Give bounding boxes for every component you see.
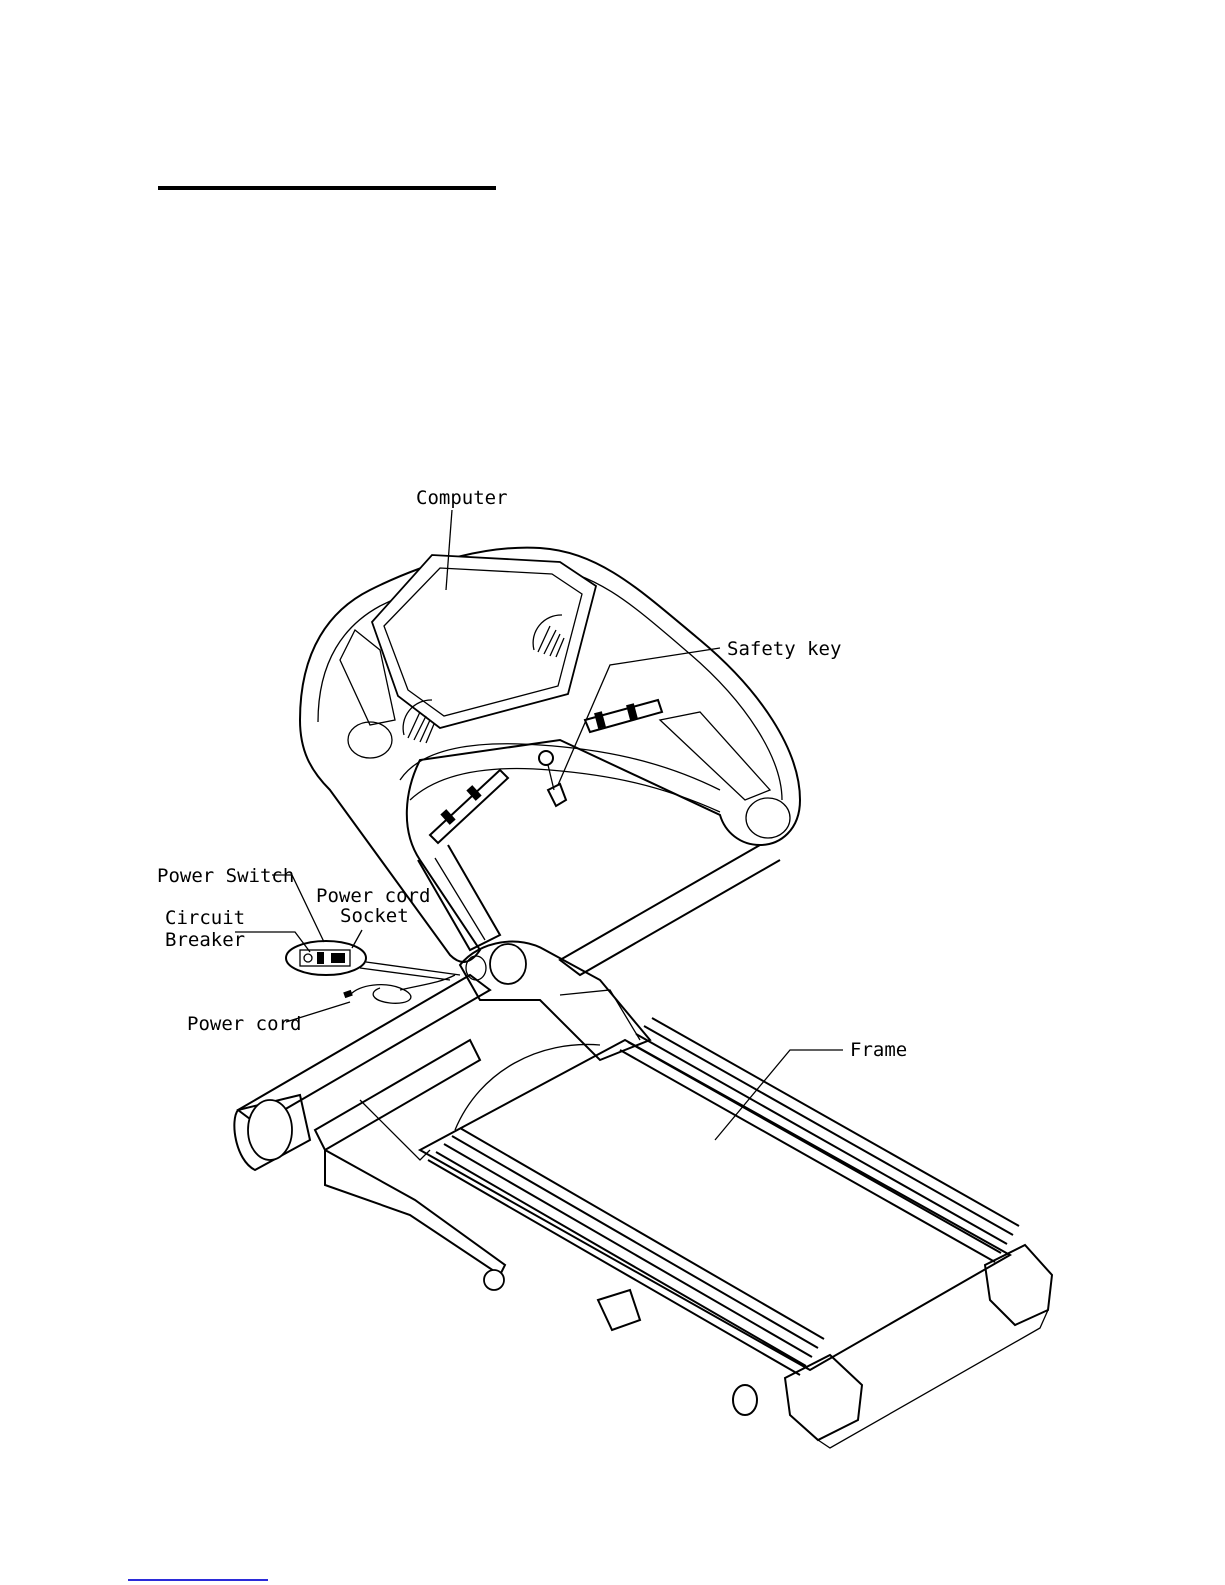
label-safety-key: Safety key xyxy=(727,638,841,660)
safety-key-leader xyxy=(558,648,720,785)
power-module-outline xyxy=(286,941,366,975)
footer-line xyxy=(128,1579,268,1581)
power-socket-icon xyxy=(331,953,345,963)
label-circuit-breaker-2: Breaker xyxy=(165,929,245,951)
label-frame: Frame xyxy=(850,1039,907,1061)
safety-key xyxy=(539,751,566,806)
label-power-switch: Power Switch xyxy=(157,865,294,887)
power-switch-icon xyxy=(317,952,324,964)
label-power-cord: Power cord xyxy=(187,1013,301,1035)
uprights xyxy=(418,845,780,975)
label-power-cord-socket-1: Power cord xyxy=(316,885,430,907)
power-cord-coil xyxy=(343,975,455,1003)
power-module-inset xyxy=(286,941,460,980)
circuit-breaker-icon xyxy=(304,954,312,962)
deck xyxy=(420,1018,1052,1448)
label-power-cord-socket-2: Socket xyxy=(340,905,409,927)
label-computer: Computer xyxy=(416,487,508,509)
circuit-breaker-leader xyxy=(235,932,310,952)
treadmill-drawing xyxy=(234,548,1052,1448)
label-circuit-breaker-1: Circuit xyxy=(165,907,245,929)
